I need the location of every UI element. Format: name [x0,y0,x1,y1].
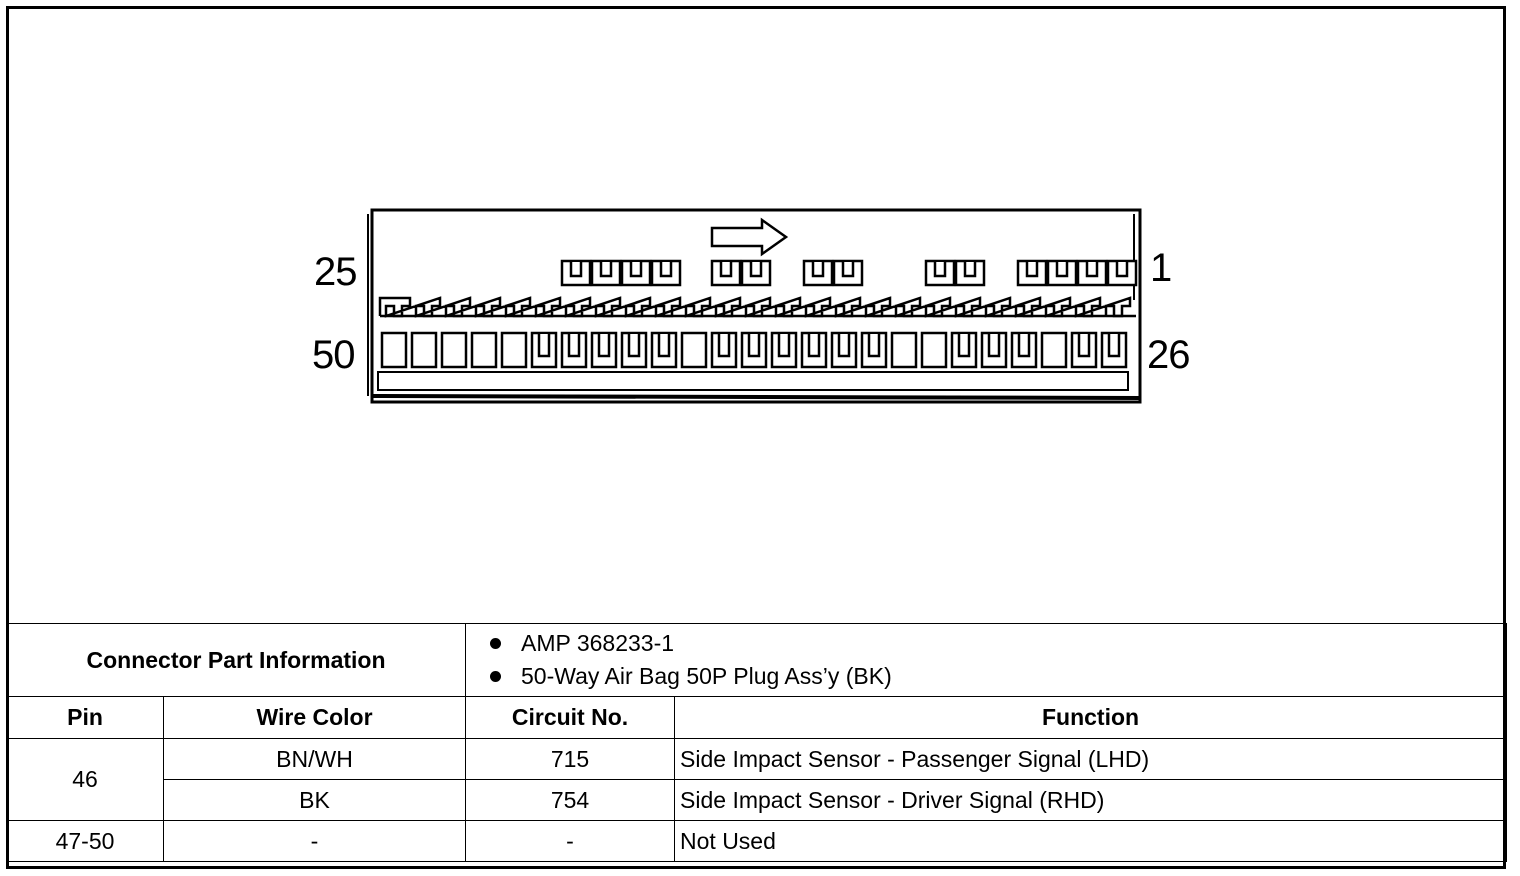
table-row: BK 754 Side Impact Sensor - Driver Signa… [7,779,1508,821]
bottom-cavity [410,331,438,369]
bottom-cavity [380,331,408,369]
cavity-terminal [599,262,613,278]
part-info-item: 50-Way Air Bag 50P Plug Ass’y (BK) [490,660,1506,693]
bottom-cavity [890,331,918,369]
cell-wire-color: BN/WH [162,738,467,780]
cavity-terminal [629,262,643,278]
bottom-cavity [530,331,558,369]
cavity-terminal [957,334,971,358]
cavity-comb [378,296,1132,318]
part-description: 50-Way Air Bag 50P Plug Ass’y (BK) [521,663,892,689]
cavity-terminal [811,262,825,278]
cavity-terminal [1115,262,1129,278]
cavity-terminal [841,262,855,278]
connector-diagram: 25 1 50 26 [312,208,1190,404]
part-number: AMP 368233-1 [521,630,675,656]
cavity-terminal [597,334,611,358]
bottom-cavity [1040,331,1068,369]
pin-label-26: 26 [1147,333,1190,377]
cavity-terminal [537,334,551,358]
bottom-cavity [440,331,468,369]
cavity-terminal [837,334,851,358]
cavity-terminal [1077,334,1091,358]
cell-function: Side Impact Sensor - Passenger Signal (L… [674,738,1508,780]
cavity-terminal [717,334,731,358]
bullet-icon [490,671,502,682]
cell-wire-color: - [162,820,467,862]
table-row: 46 BN/WH 715 Side Impact Sensor - Passen… [6,738,1508,821]
cell-wire-color: BK [162,779,467,821]
cell-pin: 47-50 [6,820,164,862]
cavity-terminal [867,334,881,358]
cavity-terminal [1017,334,1031,358]
part-info-item: AMP 368233-1 [490,627,1506,660]
pin-label-1: 1 [1150,246,1172,290]
cavity-terminal [807,334,821,358]
connector-info-table: Connector Part Information AMP 368233-1 … [5,623,1508,862]
part-info-values: AMP 368233-1 50-Way Air Bag 50P Plug Ass… [465,623,1508,697]
cell-function: Side Impact Sensor - Driver Signal (RHD) [674,779,1508,821]
table-header-row: Pin Wire Color Circuit No. Function [6,696,1508,739]
cavity-terminal [657,334,671,358]
bottom-cavity [470,331,498,369]
cavity-terminal [749,262,763,278]
cavity-terminal [747,334,761,358]
cavity-terminal [627,334,641,358]
cell-function: Not Used [674,820,1508,862]
cell-circuit: 754 [465,779,676,821]
pin-label-50: 50 [312,333,355,377]
table-row: 47-50 - - Not Used [6,820,1508,862]
cell-circuit: - [465,820,676,862]
cavity-terminal [567,334,581,358]
cavity-terminal [1107,334,1121,358]
arrow-right-icon [710,217,789,257]
cavity-terminal [1055,262,1069,278]
cell-circuit: 715 [465,738,676,780]
cavity-terminal [719,262,733,278]
pin-label-25: 25 [314,250,357,294]
cavity-terminal [659,262,673,278]
bullet-icon [490,638,502,649]
header-wire-color: Wire Color [162,696,467,739]
cavity-terminal [1085,262,1099,278]
cavity-terminal [963,262,977,278]
cell-pin: 46 [6,738,164,821]
cavity-terminal [569,262,583,278]
bottom-cavity [620,331,648,369]
cavity-terminal [777,334,791,358]
bottom-cavity [680,331,708,369]
cavity-terminal [933,262,947,278]
cavity-terminal [1025,262,1039,278]
header-circuit: Circuit No. [465,696,676,739]
header-pin: Pin [6,696,164,739]
bottom-cavity [500,331,528,369]
part-info-row: Connector Part Information AMP 368233-1 … [5,623,1508,697]
cavity-terminal [987,334,1001,358]
header-function: Function [674,696,1508,739]
bottom-cavity [920,331,948,369]
bottom-cavity [590,331,618,369]
connector-drawing [367,208,1142,404]
part-info-label: Connector Part Information [5,623,467,697]
